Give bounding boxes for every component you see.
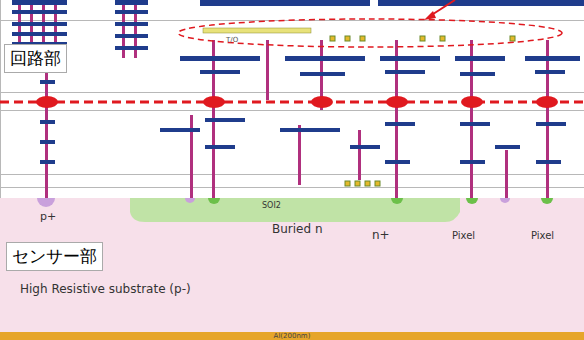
- region-label-box: センサー部: [6, 242, 103, 271]
- substrate-band: High Resistive substrate (p-) センサー部: [0, 198, 584, 332]
- node-text: センサー部: [12, 246, 97, 266]
- node-text: Al(200nm): [274, 332, 311, 340]
- aluminium-layer: Al(200nm): [0, 332, 584, 340]
- implant-label: p+: [40, 210, 56, 223]
- region-label: Buried n: [272, 222, 323, 236]
- node-text: High Resistive substrate (p-): [20, 282, 191, 296]
- region-label-box: 回路部: [4, 44, 67, 73]
- layer-label: SOI2: [262, 201, 281, 210]
- implant-label: n+: [372, 228, 390, 242]
- pixel-label: Pixel: [531, 230, 554, 241]
- node-text: 回路部: [10, 48, 61, 68]
- pixel-label: Pixel: [452, 230, 475, 241]
- part-label: T/O: [226, 36, 238, 44]
